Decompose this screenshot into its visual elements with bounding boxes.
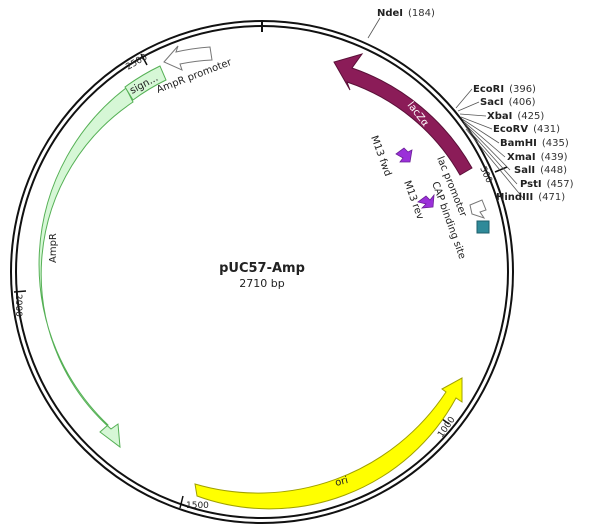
site-ecori[interactable]: EcoRI (396) bbox=[473, 84, 536, 95]
leader-ecorv bbox=[460, 116, 493, 130]
leader-psti bbox=[464, 125, 518, 185]
site-xmai-position: (439) bbox=[541, 152, 568, 163]
site-ecorv[interactable]: EcoRV (431) bbox=[493, 124, 560, 135]
site-ndei[interactable]: NdeI (184) bbox=[377, 8, 435, 19]
tick-2000 bbox=[13, 290, 27, 293]
site-xmai-name: XmaI bbox=[507, 152, 536, 163]
site-hindiii[interactable]: HindIII (471) bbox=[496, 192, 565, 203]
site-psti-position: (457) bbox=[547, 179, 574, 190]
leader-ecori bbox=[455, 88, 473, 109]
leader-xmai bbox=[462, 120, 506, 158]
leader-saci bbox=[457, 101, 480, 112]
ampr-promoter-arrow[interactable] bbox=[163, 45, 213, 71]
site-xbai-position: (425) bbox=[517, 111, 544, 122]
cap-binding-site-box[interactable] bbox=[476, 220, 490, 234]
restriction-sites: NdeI (184) EcoRI (396) SacI (406) XbaI (425)… bbox=[377, 8, 574, 203]
site-leaders bbox=[367, 17, 524, 199]
site-psti-name: PstI bbox=[520, 179, 542, 190]
site-ecori-name: EcoRI bbox=[473, 84, 504, 95]
site-sali[interactable]: SalI (448) bbox=[514, 165, 567, 176]
site-hindiii-name: HindIII bbox=[496, 192, 533, 203]
m13-fwd-arrow[interactable] bbox=[395, 147, 413, 163]
site-psti[interactable]: PstI (457) bbox=[520, 179, 574, 190]
site-ecorv-name: EcoRV bbox=[493, 124, 528, 135]
site-saci-position: (406) bbox=[509, 97, 536, 108]
leader-hindiii bbox=[465, 128, 524, 199]
plasmid-name: pUC57-Amp bbox=[219, 261, 305, 276]
signal-sequence-box[interactable] bbox=[124, 65, 167, 101]
leader-bamhi bbox=[461, 118, 500, 144]
leader-ndei bbox=[367, 17, 381, 39]
site-saci-name: SacI bbox=[480, 97, 504, 108]
ori-arrow[interactable] bbox=[194, 377, 463, 510]
site-ecorv-position: (431) bbox=[533, 124, 560, 135]
tick-1500 bbox=[179, 495, 184, 509]
ampr-arrow[interactable] bbox=[38, 87, 134, 449]
ori-label: ori bbox=[334, 475, 349, 489]
tick-label-1500: 1500 bbox=[186, 501, 209, 511]
site-xbai-name: XbaI bbox=[487, 111, 512, 122]
ampr-label: AmpR bbox=[48, 233, 59, 263]
site-xbai[interactable]: XbaI (425) bbox=[487, 111, 544, 122]
site-bamhi-name: BamHI bbox=[500, 138, 537, 149]
site-bamhi[interactable]: BamHI (435) bbox=[500, 138, 569, 149]
site-ecori-position: (396) bbox=[509, 84, 536, 95]
tick-2500 bbox=[140, 53, 148, 66]
lac-promoter-arrow[interactable] bbox=[469, 199, 487, 219]
tick-500 bbox=[494, 166, 508, 173]
site-xmai[interactable]: XmaI (439) bbox=[507, 152, 568, 163]
site-sali-position: (448) bbox=[540, 165, 567, 176]
site-bamhi-position: (435) bbox=[542, 138, 569, 149]
site-ndei-position: (184) bbox=[408, 8, 435, 19]
plasmid-length: 2710 bp bbox=[239, 277, 284, 290]
site-saci[interactable]: SacI (406) bbox=[480, 97, 536, 108]
leader-xbai bbox=[459, 113, 487, 117]
tick-label-2000: 2000 bbox=[13, 294, 23, 317]
site-hindiii-position: (471) bbox=[538, 192, 565, 203]
m13-rev-arrow[interactable] bbox=[417, 193, 435, 209]
leader-sali bbox=[463, 122, 511, 171]
site-ndei-name: NdeI bbox=[377, 8, 403, 19]
m13-fwd-label: M13 fwd bbox=[368, 134, 393, 178]
lacz-alpha-arrow[interactable] bbox=[333, 53, 473, 176]
site-sali-name: SalI bbox=[514, 165, 535, 176]
